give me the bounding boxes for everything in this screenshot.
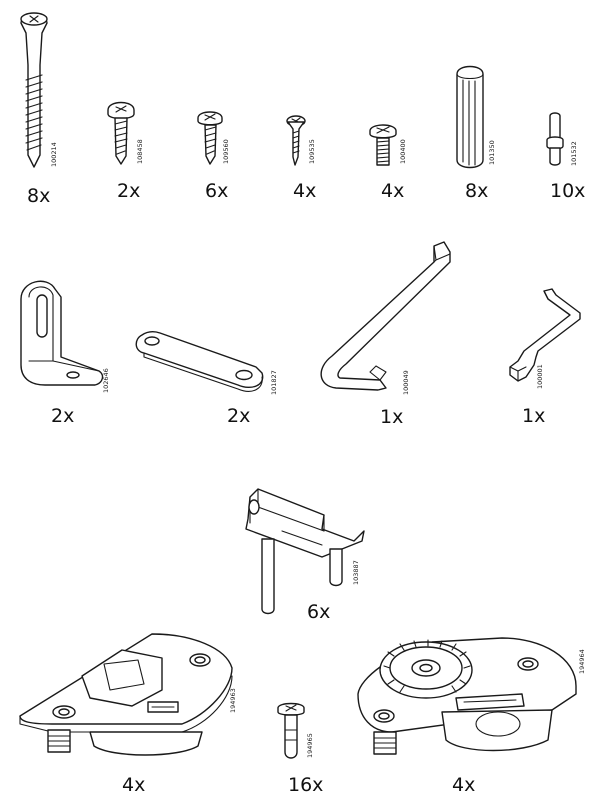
hinge-plate-icon <box>19 633 233 756</box>
allen-key-icon <box>320 241 451 391</box>
dowel-icon <box>456 65 484 169</box>
part-angle-bracket: 102646 2x <box>15 275 115 427</box>
part-quantity: 6x <box>205 180 229 202</box>
part-small-pin: 194965 16x <box>272 700 332 800</box>
part-quantity: 16x <box>288 774 324 796</box>
bolt-icon <box>369 124 397 166</box>
pan-screw-icon <box>197 111 223 165</box>
part-code: 194963 <box>229 688 237 713</box>
part-flat-screw: 109535 4x <box>284 113 344 208</box>
shelf-pin-icon <box>546 112 564 166</box>
part-code: 194964 <box>578 649 586 674</box>
part-code: 108458 <box>136 139 144 164</box>
part-code: 101827 <box>270 370 278 395</box>
part-quantity: 2x <box>227 405 251 427</box>
part-quantity: 1x <box>522 405 546 427</box>
allen-key-icon <box>509 288 581 382</box>
part-code: 194965 <box>306 733 314 758</box>
part-quantity: 2x <box>117 180 141 202</box>
part-machine-bolt: 100400 4x <box>368 121 428 208</box>
small-pin-icon <box>277 702 305 759</box>
part-long-screw: 100214 8x <box>10 5 70 207</box>
part-code: 109560 <box>222 139 230 164</box>
hinge-plate-icon <box>357 637 577 755</box>
part-code: 109535 <box>308 139 316 164</box>
part-quantity: 4x <box>122 774 146 796</box>
part-quantity: 10x <box>550 180 586 202</box>
part-allen-key-large: 100049 1x <box>318 240 458 428</box>
part-code: 102646 <box>102 368 110 393</box>
part-quantity: 2x <box>51 405 75 427</box>
part-quantity: 6x <box>307 601 331 623</box>
part-code: 100049 <box>402 370 410 395</box>
pan-screw-icon <box>107 101 135 165</box>
part-code: 100001 <box>536 364 544 389</box>
part-quantity: 4x <box>381 180 405 202</box>
part-code: 100214 <box>50 142 58 167</box>
part-allen-key-small: 100001 1x <box>496 285 606 427</box>
part-hinge-plate-right: 194964 4x <box>352 628 607 800</box>
part-code: 101532 <box>570 141 578 166</box>
angle-bracket-icon <box>20 280 104 386</box>
part-wooden-dowel: 101350 8x <box>450 62 510 208</box>
part-quantity: 8x <box>465 180 489 202</box>
part-flat-connector: 101827 2x <box>130 325 280 427</box>
part-hinge-plate-left: 194963 4x <box>12 628 252 800</box>
part-code: 103887 <box>352 560 360 585</box>
part-code: 101350 <box>488 140 496 165</box>
flat-connector-icon <box>135 330 264 392</box>
part-quantity: 8x <box>27 185 51 207</box>
part-quantity: 4x <box>293 180 317 202</box>
part-quantity: 4x <box>452 774 476 796</box>
part-pan-screw: 109560 6x <box>192 108 252 208</box>
part-pin-bracket: 103887 6x <box>238 485 368 625</box>
part-shelf-pin: 101532 10x <box>540 110 600 208</box>
pin-bracket-icon <box>245 488 365 615</box>
flat-screw-icon <box>286 115 306 166</box>
part-code: 100400 <box>399 139 407 164</box>
part-pan-screw: 108458 2x <box>100 98 160 208</box>
part-quantity: 1x <box>380 406 404 428</box>
long-screw-icon <box>20 12 48 168</box>
